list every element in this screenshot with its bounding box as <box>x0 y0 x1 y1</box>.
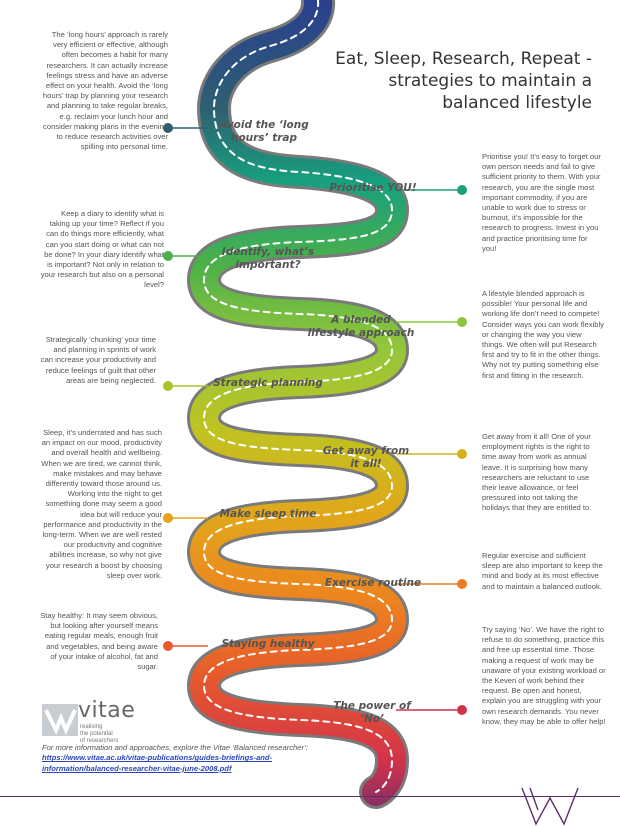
footer-intro: For more information and approaches, exp… <box>42 743 309 752</box>
connector-dot <box>457 317 467 327</box>
vitae-wordmark: vitae <box>78 698 136 723</box>
text-strategic: Strategically ‘chunking’ your time and p… <box>40 335 156 385</box>
stage-label-healthy: Staying healthy <box>221 638 315 650</box>
connector-dot <box>457 449 467 459</box>
title-line-3: balanced lifestyle <box>442 93 592 113</box>
stage-label-long-hours: Avoid the ‘long hours’ trap <box>219 119 309 144</box>
vitae-tagline: realising the potential of researchers <box>80 724 119 744</box>
title-line-2: strategies to maintain a <box>388 71 592 91</box>
connector-dot <box>163 513 173 523</box>
text-identify: Keep a diary to identify what is taking … <box>40 209 164 290</box>
connector-dot <box>163 251 173 261</box>
stage-label-identify: Identify, what’s important? <box>221 246 315 271</box>
stage-label-no: The power of ‘No’ <box>333 700 411 725</box>
stage-label-strategic: Strategic planning <box>213 377 323 389</box>
connector-dot <box>457 185 467 195</box>
connector-dot <box>163 381 173 391</box>
road-center-line <box>203 0 393 793</box>
footer-info: For more information and approaches, exp… <box>42 743 312 774</box>
text-no: Try saying ‘No’. We have the right to re… <box>482 625 606 726</box>
footer-link[interactable]: https://www.vitae.ac.uk/vitae-publicatio… <box>42 753 273 773</box>
vitae-w-mark-icon <box>521 787 579 826</box>
footer-divider <box>0 796 620 798</box>
text-getaway: Get away from it all! One of your employ… <box>482 432 592 513</box>
page-title: Eat, Sleep, Research, Repeat - strategie… <box>300 48 592 114</box>
stage-label-exercise: Exercise routine <box>324 577 422 589</box>
stage-label-getaway: Get away from it all! <box>322 445 410 470</box>
text-healthy: Stay healthy: It may seem obvious, but l… <box>40 611 158 672</box>
text-prioritise: Prioritise you! It’s easy to forget our … <box>482 152 601 253</box>
stage-label-sleep: Make sleep time <box>219 508 317 520</box>
text-long-hours: The ‘long hours’ approach is rarely very… <box>42 30 168 152</box>
stage-label-prioritise: Prioritise YOU! <box>329 182 417 194</box>
connector-dot <box>163 641 173 651</box>
connector-dot <box>163 123 173 133</box>
text-blended: A lifestyle blended approach is possible… <box>482 289 604 380</box>
text-exercise: Regular exercise and sufficient sleep ar… <box>482 551 603 591</box>
vitae-logo-icon <box>42 704 78 736</box>
connector-dot <box>457 579 467 589</box>
title-line-1: Eat, Sleep, Research, Repeat - <box>335 49 592 69</box>
text-sleep: Sleep, it’s underrated and has such an i… <box>41 428 162 580</box>
stage-label-blended: A blended lifestyle approach <box>307 314 415 339</box>
connector-dot <box>457 705 467 715</box>
